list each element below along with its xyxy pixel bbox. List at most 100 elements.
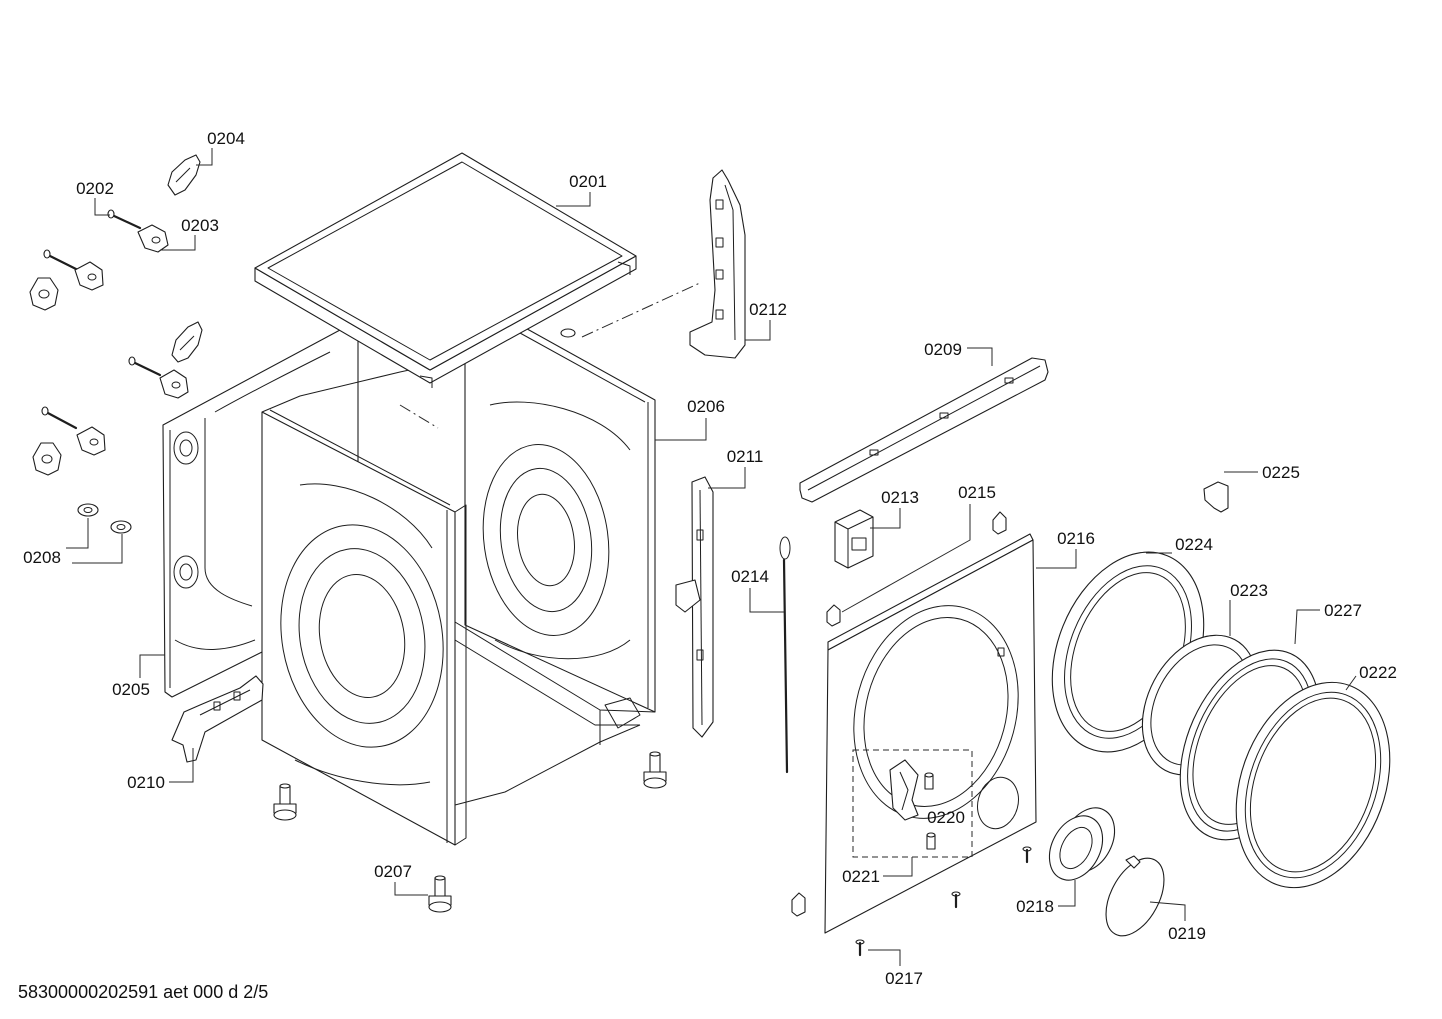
bracket-detail xyxy=(699,489,703,726)
foot-stem-top xyxy=(279,783,291,789)
right-wall-bead xyxy=(494,639,631,660)
callout-0215: 0215 xyxy=(958,483,996,502)
foot-stem xyxy=(649,753,661,775)
top-cover-tab xyxy=(419,375,433,388)
left-wall-bead xyxy=(294,759,431,786)
callout-0206: 0206 xyxy=(687,397,725,416)
foot-stem xyxy=(434,877,446,899)
foot-pad-hole xyxy=(41,454,53,464)
cover-disc-0219 xyxy=(1105,855,1165,937)
callout-0211: 0211 xyxy=(727,447,764,466)
callout-0214: 0214 xyxy=(731,567,769,586)
foot-pad-0202 xyxy=(29,277,59,311)
bracket-tab xyxy=(675,579,701,613)
right-wall-bead xyxy=(489,401,631,451)
callout-0217: 0217 xyxy=(885,969,923,988)
callout-0202: 0202 xyxy=(76,179,114,198)
callout-0209: 0209 xyxy=(924,340,962,359)
foot-pad xyxy=(428,901,452,913)
bracket-outline xyxy=(691,476,714,738)
right-wall-outline xyxy=(464,324,656,713)
top-cover-tab xyxy=(617,261,631,275)
bracket-slot xyxy=(715,199,724,210)
base-frame xyxy=(454,621,656,806)
screw-head xyxy=(41,406,49,416)
bracket-slot xyxy=(696,529,704,541)
leader-0212 xyxy=(745,320,771,341)
base-rail xyxy=(454,639,640,726)
leader-0218 xyxy=(1058,880,1076,907)
bracket xyxy=(171,321,203,363)
bracket-detail xyxy=(724,184,736,341)
callout-0223: 0223 xyxy=(1230,581,1268,600)
leader-0211 xyxy=(708,467,746,489)
foot xyxy=(643,751,667,789)
leader-0208 xyxy=(66,518,89,549)
foot xyxy=(428,875,452,913)
right-wall-rim xyxy=(519,332,646,403)
clip-0215 xyxy=(992,511,1007,535)
leader-0221 xyxy=(883,857,913,877)
leader-0227 xyxy=(1294,609,1320,645)
bracket-slot xyxy=(696,649,704,661)
foot-stem-top xyxy=(434,875,446,881)
side-panel-bead xyxy=(174,639,256,650)
callout-0208: 0208 xyxy=(23,548,61,567)
callout-0219: 0219 xyxy=(1168,924,1206,943)
foot-pad xyxy=(643,777,667,789)
callout-0203: 0203 xyxy=(181,216,219,235)
clip xyxy=(76,426,106,456)
leader-0204 xyxy=(196,148,213,166)
top-cover-border xyxy=(267,161,623,361)
part-0218 xyxy=(1048,807,1116,881)
part-front xyxy=(1048,815,1104,881)
callout-0227: 0227 xyxy=(1324,601,1362,620)
assembly-line xyxy=(581,281,703,338)
callout-0220: 0220 xyxy=(927,808,965,827)
disc-clip xyxy=(1125,855,1141,869)
callout-0212: 0212 xyxy=(749,300,787,319)
bracket-slot xyxy=(233,691,241,701)
bracket-0211 xyxy=(675,476,714,738)
rail-0209 xyxy=(799,357,1049,503)
leader-0209 xyxy=(967,347,993,366)
clip xyxy=(159,369,189,399)
clip-0215 xyxy=(826,604,841,627)
callout-0210: 0210 xyxy=(127,773,165,792)
rail-outline xyxy=(799,357,1049,503)
callout-0221: 0221 xyxy=(842,867,880,886)
bracket-0212 xyxy=(689,169,746,359)
front-panel-hole xyxy=(977,776,1019,830)
side-panel-hole xyxy=(173,555,199,589)
rail-edge xyxy=(807,365,1041,491)
foot-pad-hole xyxy=(38,289,50,299)
clip xyxy=(791,892,806,917)
module-outline xyxy=(834,509,874,569)
lock-pin-top xyxy=(924,772,934,778)
screw xyxy=(131,360,162,377)
leader-0215 xyxy=(841,504,971,613)
ring-inner xyxy=(1244,691,1382,879)
bracket-0210 xyxy=(171,675,264,763)
callout-0201: 0201 xyxy=(569,172,607,191)
washer-hole xyxy=(83,507,93,513)
screw-0217 xyxy=(1022,846,1032,864)
rail-slot xyxy=(939,412,949,419)
rod-0214 xyxy=(779,536,791,774)
module-detail xyxy=(851,537,867,551)
part-inner xyxy=(1059,826,1093,870)
front-panel xyxy=(824,533,1037,934)
bracket-outline xyxy=(689,169,746,359)
left-wall-bead xyxy=(299,483,433,549)
module-edge xyxy=(834,516,874,568)
rail-slot xyxy=(869,449,879,456)
callout-0225: 0225 xyxy=(1262,463,1300,482)
screw-head xyxy=(128,356,136,366)
base-bracket xyxy=(604,697,641,729)
clip-0225 xyxy=(1203,481,1229,513)
callout-0205: 0205 xyxy=(112,680,150,699)
leader-0202 xyxy=(94,198,110,216)
screw xyxy=(110,213,142,230)
module-0213 xyxy=(834,509,874,569)
leader-0217 xyxy=(868,949,901,966)
